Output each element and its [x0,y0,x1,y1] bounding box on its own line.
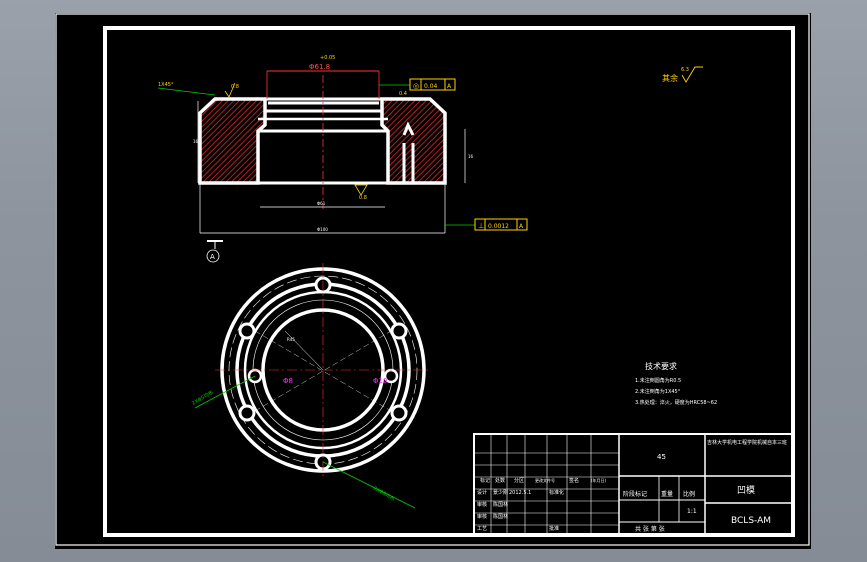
flatness-symbol-icon: ◎ [413,82,419,90]
roughness-top2-value: 0.4 [399,91,407,97]
surface-finish-icon [681,66,703,83]
tech-req-item-3: 3.热处理：淬火，硬度为HRC58~62 [635,399,717,406]
top-view: R45 Φ8 Φ10 2XΦ5均布 2XΦ8均布 [191,263,431,509]
header-change-doc: 更改文件号 [535,477,555,483]
perpendicular-datum: A [519,223,524,230]
technical-requirements: 技术要求 1.未注倒圆角为R0.5 2.未注倒角为1X45° 3.热处理：淬火，… [635,361,717,406]
tech-req-item-1: 1.未注倒圆角为R0.5 [635,377,681,384]
tech-req-item-2: 2.未注倒角为1X45° [635,388,681,395]
hole-leader-2: 2XΦ8均布 [372,485,396,503]
surface-rest-value: 6.3 [681,67,689,73]
chamfer-dimension: 1X45° [158,82,174,88]
designer-name: 景少刚 [493,489,508,496]
roughness-bottom-value: 0.8 [359,195,367,201]
std-label: 标准化 [549,489,564,496]
ratio-label: 比例 [683,490,695,498]
check-name: 陈国林 [493,501,508,508]
perpendicular-value: 0.0012 [488,223,509,230]
bore-tolerance: +0.05 [320,55,335,61]
designer-label: 设计 [477,489,487,496]
flatness-datum: A [447,83,452,90]
approve-name: 陈国林 [493,513,508,520]
header-count: 处数 [495,477,505,484]
datum-a-label: A [210,253,215,261]
header-date: (年月日) [591,477,607,483]
sheet-inner-frame [103,26,795,537]
craft-label: 工艺 [477,526,487,532]
drawing-canvas: Φ61.8 +0.05 Φ61 Φ100 16 16 1X45° 0.8 ◎ 0… [55,13,810,546]
approve2-label: 批准 [549,525,559,532]
stage-label: 阶段标记 [623,490,647,498]
header-zone: 分区 [514,477,524,484]
weight-label: 重量 [661,490,673,498]
surface-rest-label: 其余 [662,73,678,83]
sheets-label: 共 张 第 张 [635,525,665,533]
width-large-dimension: Φ100 [317,227,328,232]
scale-value: 1:1 [687,508,697,515]
section-view: Φ61.8 +0.05 Φ61 Φ100 16 16 1X45° 0.8 ◎ 0… [157,55,528,263]
approve-label: 审核 [477,513,487,520]
roughness-top-value: 0.8 [231,84,239,90]
bore-dimension: Φ61.8 [309,63,330,71]
drawing-title: 凹模 [737,485,755,496]
sheet-outer-border [55,13,810,546]
material-value: 45 [657,453,666,461]
school-name: 吉林大学机电工程学院机械自本三班 [707,439,787,446]
radius-label: R45 [287,337,295,342]
title-block [473,433,794,536]
tech-req-title: 技术要求 [645,361,677,371]
width-small-dimension: Φ61 [317,201,326,206]
hole-a-label: Φ8 [283,377,293,385]
height-left-dimension: 16 [193,139,199,144]
drawing-code: BCLS-AM [731,516,771,526]
header-sign: 签名 [569,477,579,484]
title-block-text: 标记 处数 分区 更改文件号 签名 (年月日) 设计 景少刚 2012.5.1 … [477,439,787,533]
drawing-viewport[interactable]: Φ61.8 +0.05 Φ61 Φ100 16 16 1X45° 0.8 ◎ 0… [55,13,811,549]
design-date: 2012.5.1 [509,490,531,496]
check-label: 审核 [477,501,487,508]
perpendicular-symbol-icon: ⊥ [478,222,484,230]
flatness-value: 0.04 [424,83,438,90]
header-mark: 标记 [480,477,490,484]
height-right-dimension: 16 [468,154,474,159]
hole-b-label: Φ10 [373,377,387,385]
